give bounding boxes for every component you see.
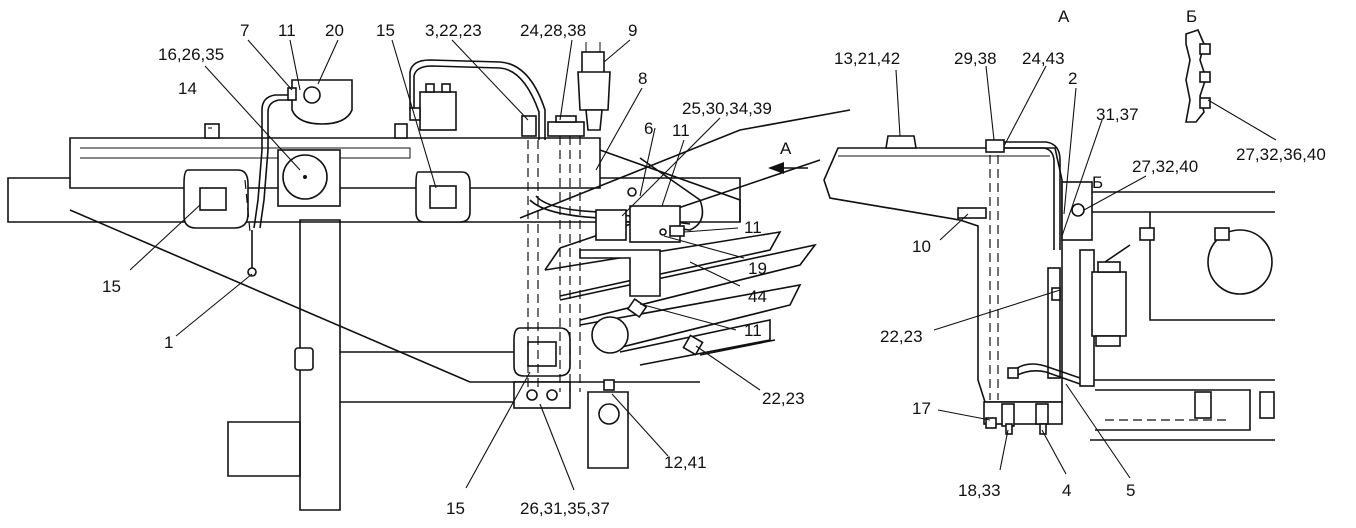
callout-16-26-35: 16,26,35 [158,45,224,64]
callout-8: 8 [638,69,647,88]
callout-9: 9 [628,21,637,40]
left-pipes [247,59,704,277]
callout-5: 5 [1126,481,1135,500]
callout-27-32-40: 27,32,40 [1132,157,1198,176]
callout-11-low: 11 [744,321,762,340]
left-components [183,42,704,409]
callout-10: 10 [912,237,931,256]
view-labels: А Б А Б [780,7,1197,192]
callout-13-21-42: 13,21,42 [834,49,900,68]
callout-6: 6 [644,119,653,138]
callout-27-32-36-40: 27,32,36,40 [1236,145,1326,164]
callout-25-30-34-39: 25,30,34,39 [682,99,772,118]
callout-31-37: 31,37 [1096,105,1139,124]
callout-17: 17 [912,399,931,418]
callout-14: 14 [178,79,197,98]
callout-26-31-35-37: 26,31,35,37 [520,499,610,518]
callout-11-mid: 11 [672,121,690,140]
callout-3-22-23: 3,22,23 [425,21,482,40]
arrow-a-label: А [780,139,792,158]
callout-18-33: 18,33 [958,481,1001,500]
section-b-label: Б [1092,173,1103,192]
view-a-title: А [1058,7,1070,26]
callout-11-right: 11 [744,218,762,237]
callout-22-23-right: 22,23 [880,327,923,346]
callout-24-43: 24,43 [1022,49,1065,68]
callout-44: 44 [748,287,767,306]
callout-11-top: 11 [278,21,296,40]
view-a-frame [823,135,1275,441]
callout-19: 19 [748,259,767,278]
callout-labels: 16,26,35 7 11 20 15 3,22,23 24,28,38 9 8… [102,21,1326,518]
callout-15-top: 15 [376,21,395,40]
left-hidden-lines [244,136,581,392]
callout-20: 20 [325,21,344,40]
callout-15-left: 15 [102,277,121,296]
leader-lines [129,39,1277,491]
callout-1: 1 [164,333,173,352]
callout-4: 4 [1062,481,1071,500]
callout-29-38: 29,38 [954,49,997,68]
callout-2: 2 [1068,69,1077,88]
callout-7: 7 [240,21,249,40]
callout-12-41: 12,41 [664,453,707,472]
callout-22-23-left: 22,23 [762,389,805,408]
view-b-detail [1185,29,1211,123]
view-b-title: Б [1186,7,1197,26]
view-arrow-a [768,162,808,174]
callout-15-bottom: 15 [446,499,465,518]
callout-24-28-38: 24,28,38 [520,21,586,40]
